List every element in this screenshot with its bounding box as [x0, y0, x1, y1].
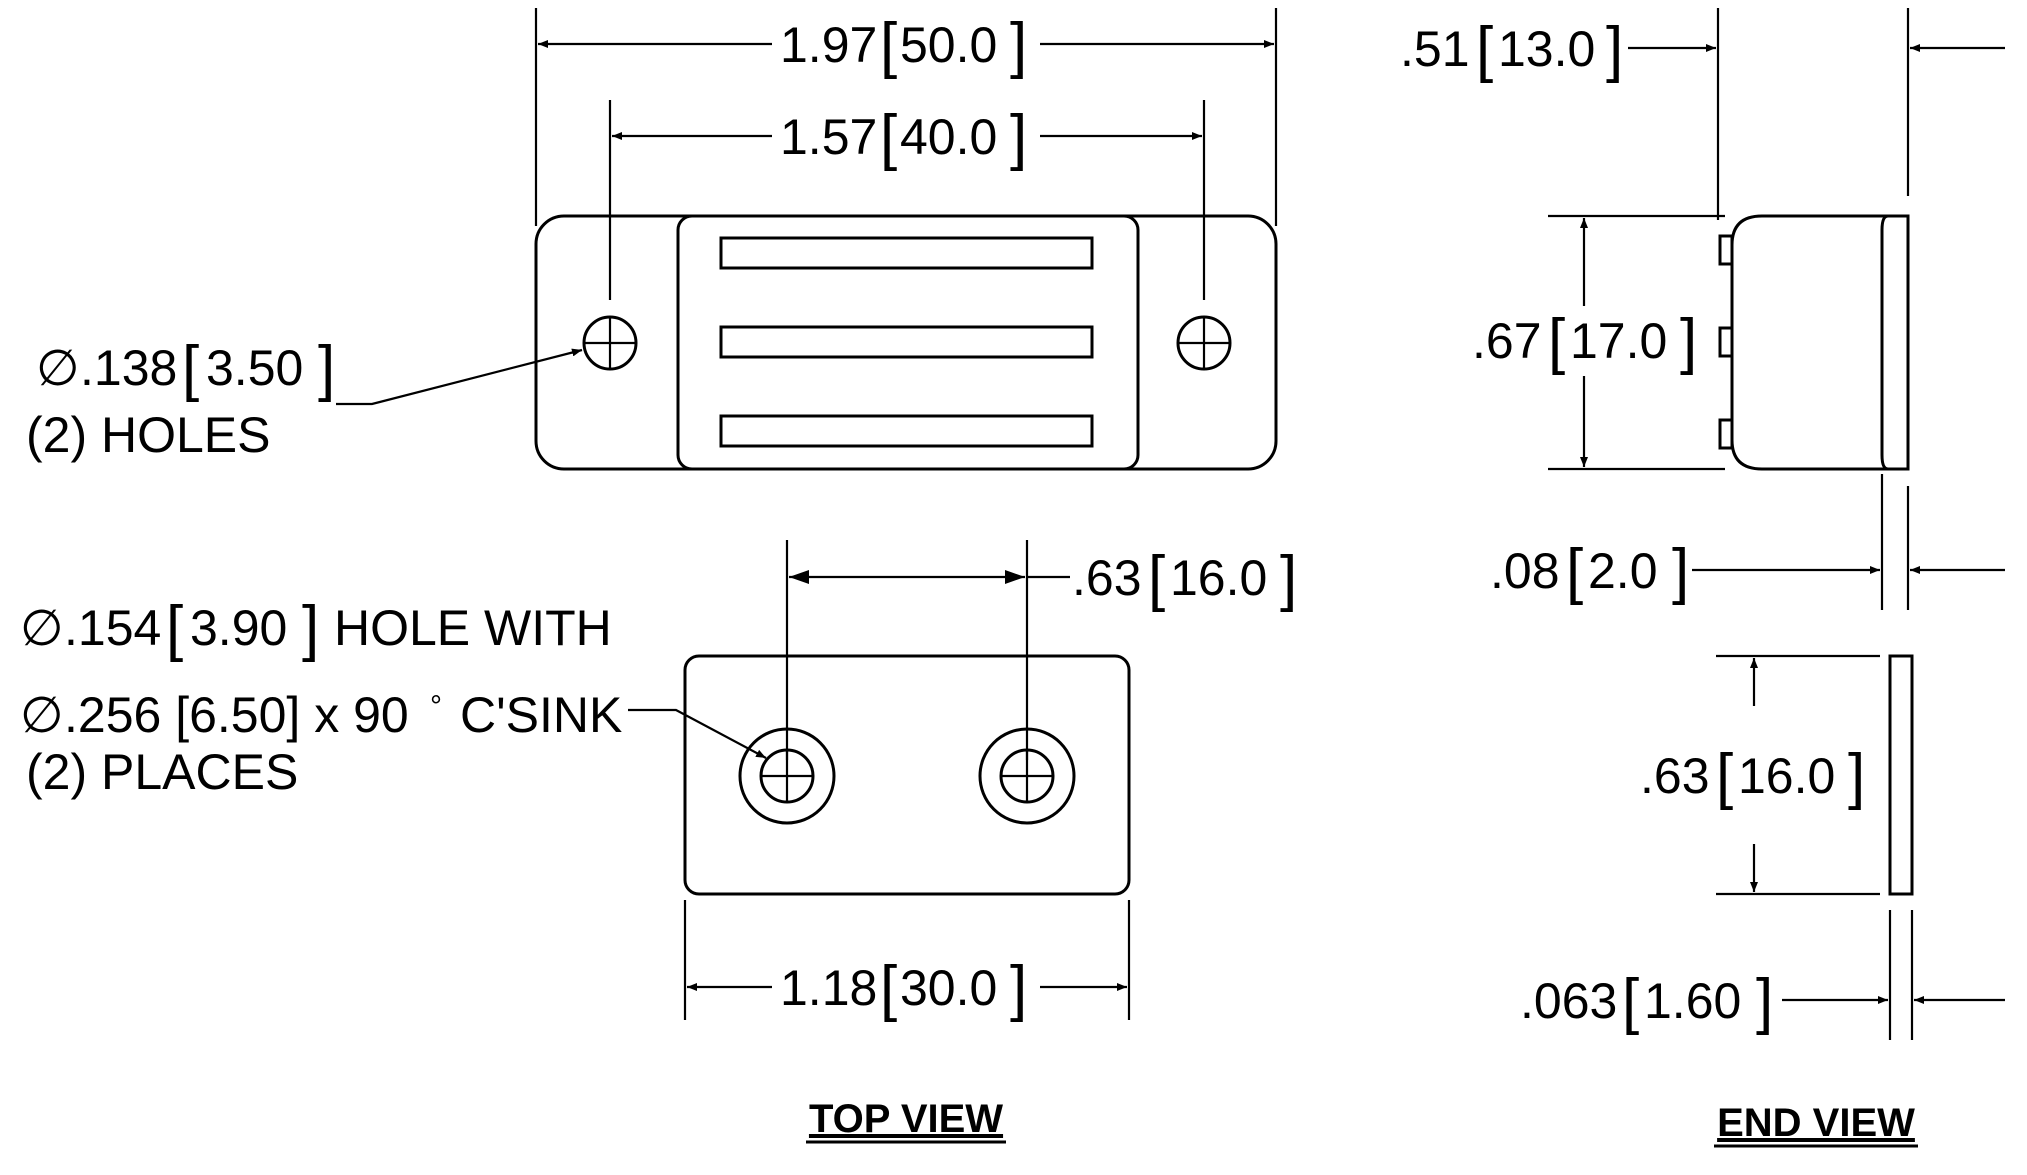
diameter-symbol: ∅ — [20, 600, 64, 656]
hole-spacing-inch: 1.57 — [780, 109, 877, 165]
csink-line2: .256 [6.50] x 90 — [64, 687, 409, 743]
dim-end-flange: .08 [ 2.0 ] — [1490, 474, 2005, 610]
bracket-open: [ — [1716, 742, 1733, 811]
strike-plate-end — [1888, 654, 1914, 896]
mount-hole-inch: .138 — [80, 340, 177, 396]
callout-mount-hole: ∅ .138 [ 3.50 ] (2) HOLES — [26, 334, 583, 463]
magnet-body-top — [534, 214, 1278, 471]
callout-csink: ∅ .154 [ 3.90 ] HOLE WITH ∅ .256 [6.50] … — [20, 594, 767, 800]
plate-length-inch: 1.18 — [780, 960, 877, 1016]
dim-plate-length: 1.18 [ 30.0 ] — [683, 900, 1131, 1023]
mount-hole-note: (2) HOLES — [26, 407, 271, 463]
csink-line1-inch: .154 — [64, 600, 161, 656]
bracket-close: ] — [1280, 544, 1297, 613]
mount-hole-right — [1176, 315, 1232, 371]
mount-hole-mm: 3.50 — [206, 340, 303, 396]
mount-hole-left — [582, 315, 638, 371]
top-view-label: TOP VIEW — [809, 1097, 1003, 1141]
csink-line1-suffix: HOLE WITH — [334, 600, 612, 656]
csink-line2-suffix: C'SINK — [460, 687, 622, 743]
plate-height-mm: 16.0 — [1738, 748, 1835, 804]
bracket-close: ] — [1680, 307, 1697, 376]
end-flange-inch: .08 — [1490, 543, 1560, 599]
csink-line1-mm: 3.90 — [190, 600, 287, 656]
end-view-label: END VIEW — [1717, 1101, 1915, 1145]
magnet-body-end — [1718, 214, 1910, 471]
end-height-inch: .67 — [1472, 313, 1542, 369]
bracket-open: [ — [880, 103, 897, 172]
hole-spacing-mm: 40.0 — [900, 109, 997, 165]
csink-line3: (2) PLACES — [26, 744, 298, 800]
bracket-close: ] — [1756, 967, 1773, 1036]
dim-end-height: .67 [ 17.0 ] — [1472, 214, 1725, 471]
diameter-symbol: ∅ — [20, 687, 64, 743]
strike-plate-top — [683, 654, 1131, 896]
dim-overall-length: 1.97 [ 50.0 ] — [534, 8, 1278, 226]
overall-length-inch: 1.97 — [780, 17, 877, 73]
end-depth-mm: 13.0 — [1498, 21, 1595, 77]
bracket-close: ] — [1606, 15, 1623, 84]
dim-hole-spacing: 1.57 [ 40.0 ] — [608, 100, 1206, 300]
plate-length-mm: 30.0 — [900, 960, 997, 1016]
dim-plate-thickness: .063 [ 1.60 ] — [1520, 910, 2005, 1040]
overall-length-mm: 50.0 — [900, 17, 997, 73]
bracket-open: [ — [166, 594, 183, 663]
end-flange-mm: 2.0 — [1588, 543, 1658, 599]
diameter-symbol: ∅ — [36, 340, 80, 396]
bracket-close: ] — [1848, 742, 1865, 811]
dim-plate-hole-spacing: .63 [ 16.0 ] — [785, 540, 1297, 760]
bracket-open: [ — [1148, 544, 1165, 613]
bracket-open: [ — [880, 11, 897, 80]
bracket-open: [ — [1566, 537, 1583, 606]
plate-height-inch: .63 — [1640, 748, 1710, 804]
bracket-close: ] — [1010, 954, 1027, 1023]
dim-end-depth: .51 [ 13.0 ] — [1400, 8, 2005, 220]
bracket-close: ] — [1672, 537, 1689, 606]
end-depth-inch: .51 — [1400, 21, 1470, 77]
bracket-open: [ — [1476, 15, 1493, 84]
bracket-open: [ — [1548, 307, 1565, 376]
bracket-open: [ — [1622, 967, 1639, 1036]
bracket-open: [ — [880, 954, 897, 1023]
bracket-close: ] — [1010, 103, 1027, 172]
bracket-open: [ — [182, 334, 199, 403]
bracket-close: ] — [1010, 11, 1027, 80]
end-height-mm: 17.0 — [1570, 313, 1667, 369]
plate-thickness-mm: 1.60 — [1644, 973, 1741, 1029]
degree-symbol: ° — [430, 690, 442, 723]
bracket-close: ] — [318, 334, 335, 403]
dim-plate-height: .63 [ 16.0 ] — [1640, 654, 1880, 896]
plate-hole-spacing-inch: .63 — [1072, 550, 1142, 606]
plate-hole-spacing-mm: 16.0 — [1170, 550, 1267, 606]
plate-thickness-inch: .063 — [1520, 973, 1617, 1029]
bracket-close: ] — [302, 594, 319, 663]
